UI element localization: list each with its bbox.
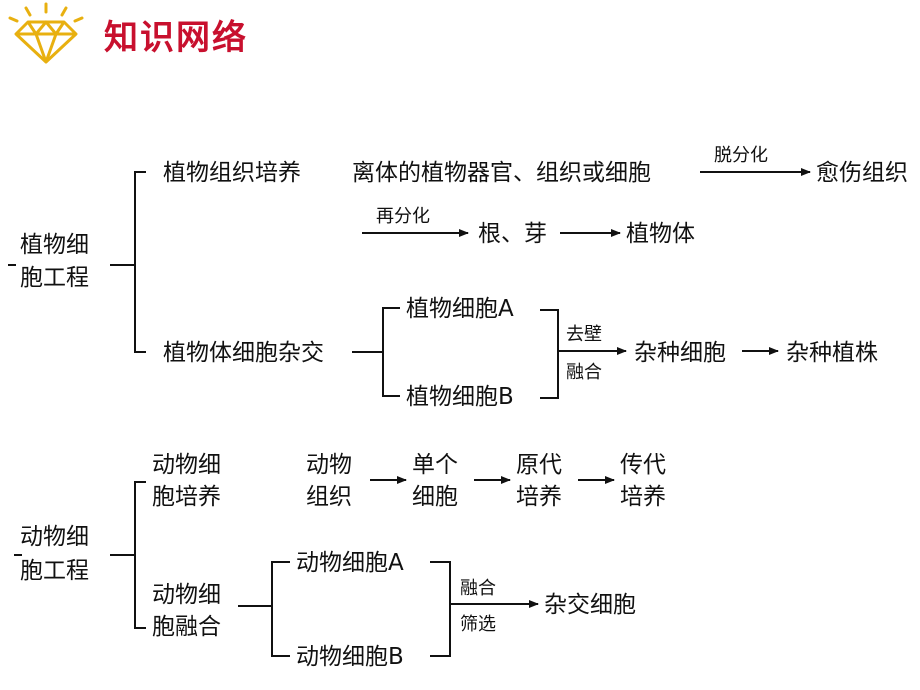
animal-cell-b: 动物细胞B (296, 644, 404, 670)
hybrid-cell: 杂种细胞 (634, 340, 726, 366)
page-title: 知识网络 (104, 18, 248, 58)
animal-tissue-2: 组织 (306, 484, 352, 510)
passage-culture-2: 培养 (620, 484, 666, 510)
animal-culture-label-2: 胞培养 (152, 484, 221, 510)
animal-culture-label-1: 动物细 (152, 452, 221, 478)
plant-body: 植物体 (626, 221, 695, 247)
plant-fusion-label: 融合 (566, 362, 602, 383)
primary-culture-1: 原代 (516, 452, 562, 478)
redifferentiation-label: 再分化 (376, 206, 430, 227)
remove-wall-label: 去壁 (566, 324, 602, 345)
hybridoma-cell: 杂交细胞 (544, 592, 636, 618)
animal-tissue-1: 动物 (306, 452, 352, 478)
animal-fusion-label-1: 动物细 (152, 582, 221, 608)
hybrid-plant: 杂种植株 (786, 340, 878, 366)
animal-fusion-step-label: 融合 (460, 578, 496, 599)
animal-root-label-1: 动物细 (20, 524, 89, 550)
somatic-hybridization-label: 植物体细胞杂交 (163, 340, 324, 366)
screening-label: 筛选 (460, 614, 496, 635)
animal-cell-a: 动物细胞A (296, 550, 404, 576)
animal-fusion-label-2: 胞融合 (152, 614, 221, 640)
passage-culture-1: 传代 (620, 452, 666, 478)
plant-cell-a: 植物细胞A (406, 296, 514, 322)
plant-root-label-2: 胞工程 (20, 265, 89, 291)
plant-cell-b: 植物细胞B (406, 384, 514, 410)
animal-root-label-2: 胞工程 (20, 558, 89, 584)
animal-engineering-branch (14, 481, 451, 657)
single-cell-2: 细胞 (412, 484, 458, 510)
plant-engineering-branch (8, 171, 559, 399)
diamond-icon (8, 2, 84, 64)
tissue-culture-label: 植物组织培养 (163, 160, 301, 186)
single-cell-1: 单个 (412, 452, 458, 478)
roots-buds: 根、芽 (478, 221, 547, 247)
header: 知识网络 (0, 0, 920, 64)
plant-arrows (362, 168, 811, 355)
dedifferentiation-label: 脱分化 (714, 145, 768, 166)
animal-arrows (370, 476, 615, 608)
plant-root-label-1: 植物细 (20, 232, 89, 258)
primary-culture-2: 培养 (516, 484, 562, 510)
callus: 愈伤组织 (816, 160, 908, 186)
isolated-source: 离体的植物器官、组织或细胞 (352, 160, 651, 186)
